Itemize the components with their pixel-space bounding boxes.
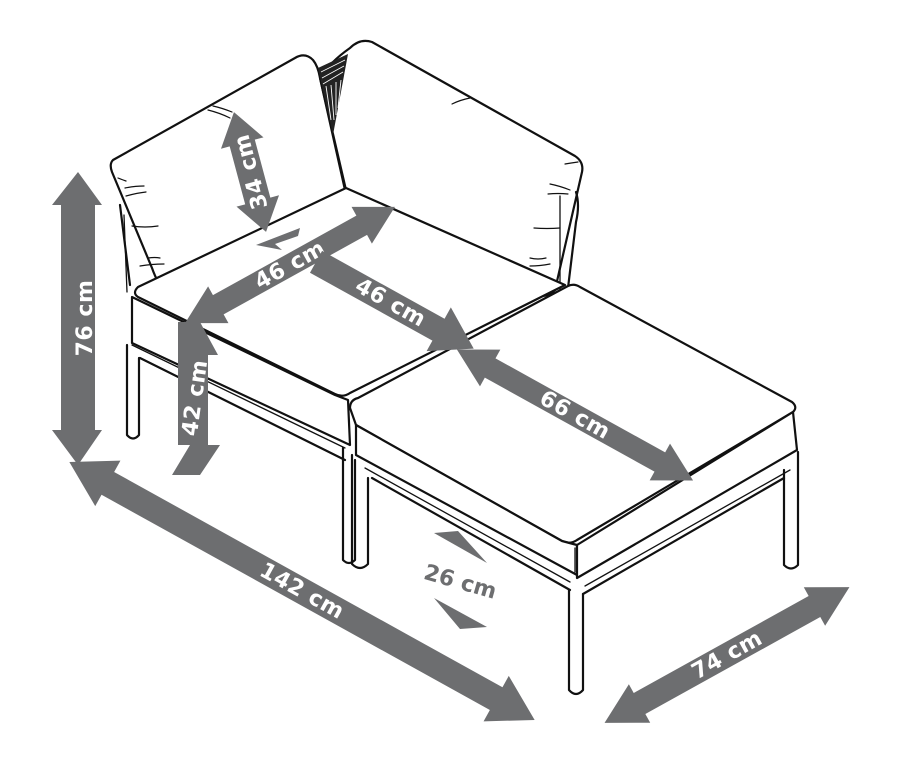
seat-back-junction-arrowhead (256, 228, 300, 250)
dimension-total-height: 76 cm (52, 172, 102, 465)
leg (350, 453, 370, 570)
dimension-seat-height: 42 cm (172, 322, 220, 475)
label-total-depth: 74 cm (688, 626, 767, 685)
dimension-leg-clearance: 26 cm (421, 531, 499, 629)
leg (341, 446, 357, 565)
label-total-height: 76 cm (73, 280, 98, 357)
woven-rope-detail (318, 54, 348, 135)
leg (782, 450, 800, 570)
dimension-total-depth: 74 cm (604, 587, 850, 723)
leg (567, 588, 585, 696)
label-total-length: 142 cm (255, 558, 348, 625)
corner-seat-module (109, 39, 584, 565)
leg (125, 343, 141, 440)
label-leg-clearance: 26 cm (421, 560, 499, 604)
